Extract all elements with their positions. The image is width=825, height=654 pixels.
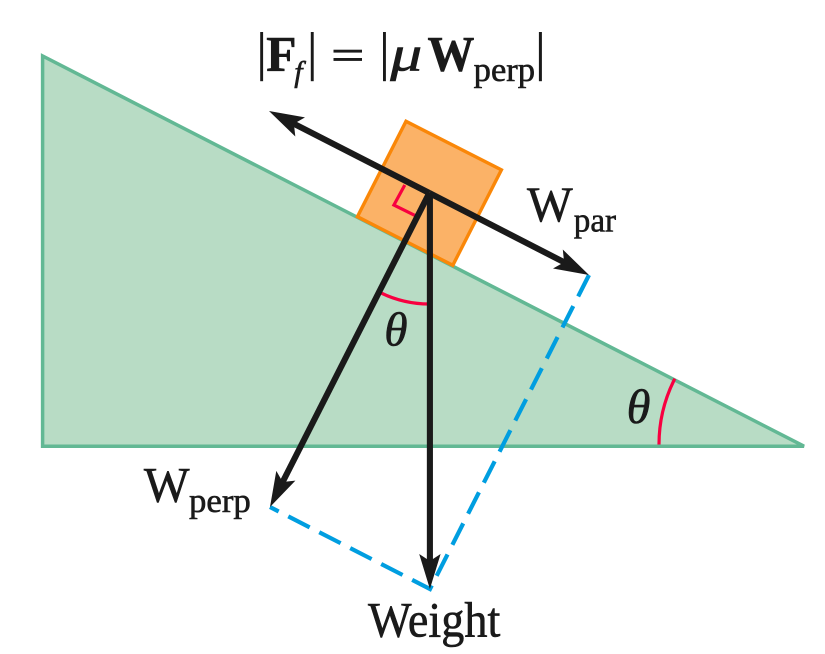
svg-text:θ: θ <box>384 305 407 357</box>
svg-text:μ: μ <box>389 25 422 81</box>
svg-text:W: W <box>527 176 573 232</box>
svg-text:W: W <box>144 456 190 512</box>
svg-text:par: par <box>574 203 617 240</box>
svg-text:perp: perp <box>474 52 535 89</box>
svg-text:perp: perp <box>189 483 251 520</box>
svg-text:F: F <box>266 26 296 81</box>
svg-text:Weight: Weight <box>368 591 500 647</box>
svg-text:θ: θ <box>627 381 651 434</box>
svg-text:W: W <box>428 26 475 81</box>
